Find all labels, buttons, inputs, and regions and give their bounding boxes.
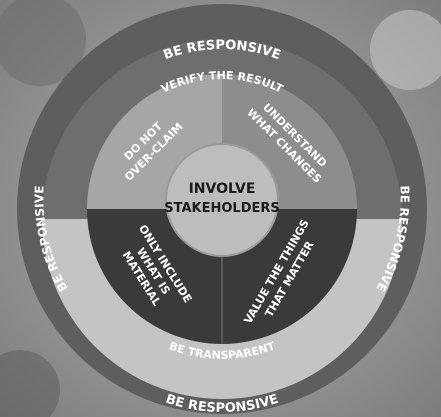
background-blob <box>0 0 86 86</box>
center-label-line2: STAKEHOLDERS <box>164 201 280 216</box>
center-circle <box>165 143 279 257</box>
background-blob <box>0 350 60 417</box>
background-blob <box>370 10 441 90</box>
center-label-line1: INVOLVE <box>189 181 256 197</box>
